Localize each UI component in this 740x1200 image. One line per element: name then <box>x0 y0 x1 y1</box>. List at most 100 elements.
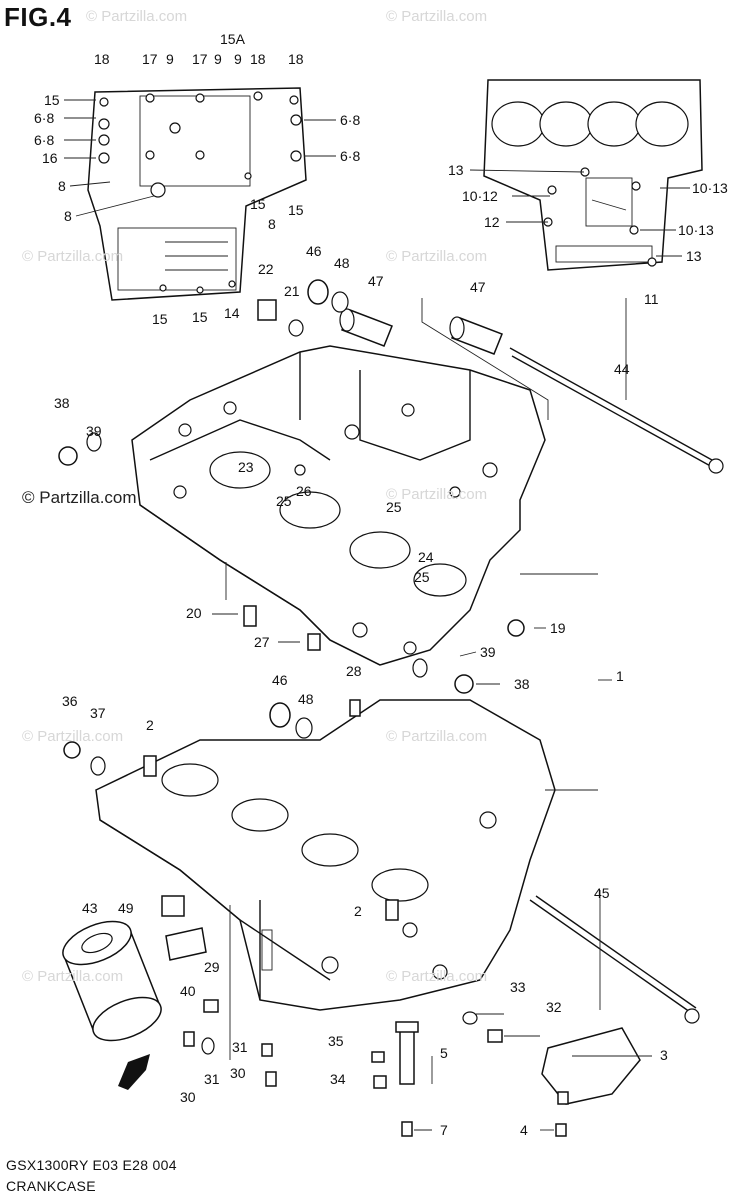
figure-title: FIG.4 <box>4 2 72 32</box>
part-label: 8 <box>58 178 66 194</box>
part-label: 15 <box>288 202 304 218</box>
watermark: © Partzilla.com <box>386 968 488 985</box>
fittings-49-40 <box>161 895 219 1013</box>
part-label: 43 <box>82 900 98 916</box>
leader-lines <box>64 99 690 1131</box>
lower-crankcase-body <box>95 699 598 1060</box>
part-label: 31 <box>204 1071 220 1087</box>
sleeves-47 <box>339 308 503 355</box>
part-label: 8 <box>268 216 276 232</box>
oil-strainer-3 <box>541 1027 641 1105</box>
part-label: 1 <box>616 668 624 684</box>
oil-filter-43 <box>62 920 162 1042</box>
part-label: 49 <box>118 900 134 916</box>
part-label: 13 <box>686 248 702 264</box>
part-label: 29 <box>204 959 220 975</box>
part-label: 11 <box>644 291 659 307</box>
part-label: 18 <box>94 51 110 67</box>
front-direction-arrow-icon <box>118 1054 150 1090</box>
watermark: © Partzilla.com <box>22 968 124 985</box>
part-label: 18 <box>250 51 266 67</box>
part-label: 39 <box>86 423 102 439</box>
part-number-labels: 18 17 9 17 9 15A 9 18 18 15 6·8 6·8 16 8… <box>34 31 728 1138</box>
part-label: 35 <box>328 1033 344 1049</box>
part-label: 25 <box>386 499 402 515</box>
part-label: 27 <box>254 634 270 650</box>
part-label: 15 <box>250 196 266 212</box>
part-label: 6·8 <box>340 112 360 128</box>
part-label: 16 <box>42 150 58 166</box>
part-label: 3 <box>660 1047 668 1063</box>
upper-crankcase-body <box>131 345 598 666</box>
seal-46-48-top <box>257 279 349 337</box>
part-label: 47 <box>470 279 486 295</box>
part-label: 30 <box>230 1065 246 1081</box>
part-label: 10·12 <box>462 188 498 204</box>
part-label: 4 <box>520 1122 528 1138</box>
upper-crankcase-top-view <box>483 79 703 271</box>
part-label: 31 <box>232 1039 248 1055</box>
watermark: © Partzilla.com <box>386 728 488 745</box>
part-label: 6·8 <box>34 110 54 126</box>
part-label: 2 <box>354 903 362 919</box>
part-label: 22 <box>258 261 274 277</box>
part-label: 45 <box>594 885 610 901</box>
part-label: 17 <box>192 51 208 67</box>
watermark: © Partzilla.com <box>386 8 488 25</box>
part-label: 5 <box>440 1045 448 1061</box>
model-code: GSX1300RY E03 E28 004 <box>6 1157 177 1173</box>
part-label: 10·13 <box>692 180 728 196</box>
part-label: 9 <box>166 51 174 67</box>
part-label: 46 <box>272 672 288 688</box>
part-label: 2 <box>146 717 154 733</box>
part-label: 40 <box>180 983 196 999</box>
part-label: 12 <box>484 214 500 230</box>
part-label: 17 <box>142 51 158 67</box>
watermark: © Partzilla.com <box>386 486 488 503</box>
part-label: 39 <box>480 644 496 660</box>
part-label: 26 <box>296 483 312 499</box>
oil-pipe-5 <box>395 1021 419 1085</box>
part-label: 48 <box>334 255 350 271</box>
part-label: 38 <box>514 676 530 692</box>
part-label: 7 <box>440 1122 448 1138</box>
part-label: 15 <box>152 311 168 327</box>
part-label: 6·8 <box>340 148 360 164</box>
part-label: 44 <box>614 361 630 377</box>
part-label: 48 <box>298 691 314 707</box>
part-label: 38 <box>54 395 70 411</box>
small-bolts <box>183 1011 569 1137</box>
part-label: 23 <box>238 459 254 475</box>
part-label: 28 <box>346 663 362 679</box>
part-label: 21 <box>284 283 300 299</box>
part-label: 37 <box>90 705 106 721</box>
part-label: 25 <box>276 493 292 509</box>
part-label: 32 <box>546 999 562 1015</box>
watermark: © Partzilla.com <box>22 728 124 745</box>
part-label: 33 <box>510 979 526 995</box>
part-label: 36 <box>62 693 78 709</box>
part-label: 8 <box>64 208 72 224</box>
part-label: 24 <box>418 549 434 565</box>
watermark: © Partzilla.com <box>86 8 188 25</box>
part-label: 30 <box>180 1089 196 1105</box>
section-name: CRANKCASE <box>6 1178 96 1194</box>
part-label: 13 <box>448 162 464 178</box>
part-label: 15 <box>192 309 208 325</box>
part-label: 46 <box>306 243 322 259</box>
lower-crankcase-bottom-view <box>87 87 307 301</box>
part-label: 34 <box>330 1071 346 1087</box>
part-label: 47 <box>368 273 384 289</box>
part-label: 19 <box>550 620 566 636</box>
watermark-strong: © Partzilla.com <box>22 488 137 507</box>
part-label: 15 <box>44 92 60 108</box>
part-label: 20 <box>186 605 202 621</box>
watermark: © Partzilla.com <box>386 248 488 265</box>
part-label: 9 <box>234 51 242 67</box>
plugs-38-39 <box>58 432 525 694</box>
long-bolt-45 <box>529 895 700 1024</box>
part-label: 25 <box>414 569 430 585</box>
watermark: © Partzilla.com <box>22 248 124 265</box>
dowels-and-jets <box>63 605 399 921</box>
